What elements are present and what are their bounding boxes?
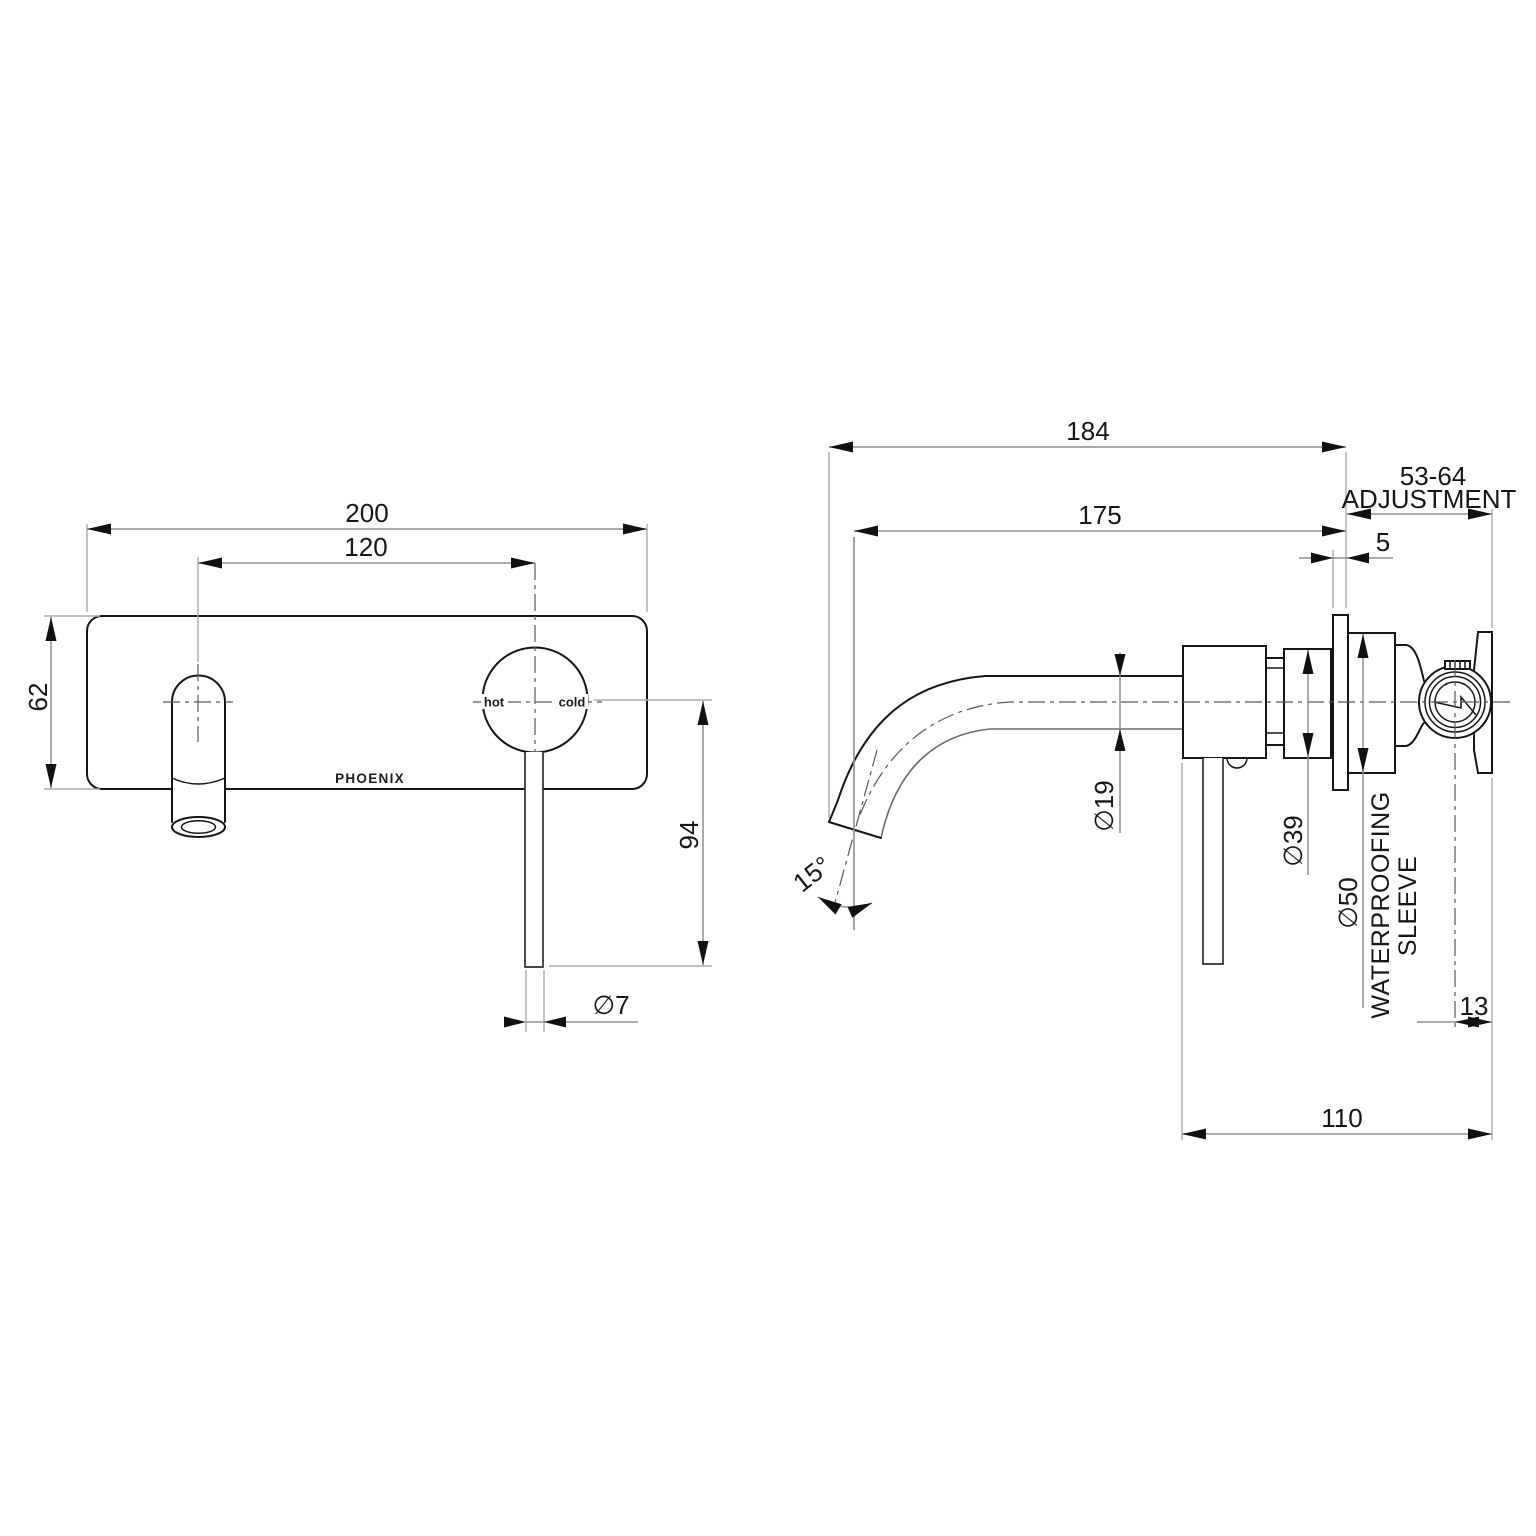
dim-text-dia39: ∅39	[1278, 815, 1308, 867]
dim-text-5: 5	[1376, 527, 1390, 557]
side-dimensions: 184 175 53-64 ADJUSTMENT 5 ∅19 ∅39	[787, 416, 1517, 1140]
side-handle-joint-dome	[1226, 757, 1248, 769]
arrowhead	[544, 1016, 566, 1028]
dim-text-dia19: ∅19	[1089, 780, 1119, 832]
dim-text-13: 13	[1460, 991, 1489, 1021]
dim-text-62: 62	[23, 683, 53, 712]
cold-label-mask	[556, 694, 588, 709]
side-handle-fill	[1203, 758, 1223, 964]
side-spout-top-edge	[828, 675, 1184, 823]
dim-text-94: 94	[674, 821, 704, 850]
brand-logo: PHOENIX	[335, 771, 405, 786]
side-cartridge-housing-bottom	[1394, 722, 1425, 747]
dim-text-200: 200	[345, 498, 388, 528]
front-spout-outlet-outer	[171, 816, 226, 838]
arrowhead	[504, 1016, 526, 1028]
front-handle	[524, 752, 544, 968]
spout-angle-centerline	[832, 749, 878, 911]
dim-text-dia7: ∅7	[592, 990, 629, 1020]
arrowhead	[818, 897, 842, 915]
dim-text-dia50: ∅50	[1333, 877, 1363, 929]
dim-text-184: 184	[1066, 416, 1109, 446]
side-spout-outlet-face	[828, 821, 882, 839]
front-spout-outlet-inner	[180, 819, 217, 835]
arrowhead	[847, 903, 872, 918]
arrowhead	[1114, 654, 1126, 676]
side-handle	[1202, 758, 1224, 965]
dim-text-110: 110	[1321, 1103, 1362, 1133]
front-dimensions: 200 120 62 94 ∅7	[23, 498, 712, 1032]
side-cartridge-housing-top	[1394, 644, 1425, 682]
hot-label: hot	[484, 695, 505, 710]
dim-text-angle: 15°	[787, 850, 836, 898]
dim-text-adjust-range: 53-64	[1400, 461, 1467, 491]
cartridge-lever-slot	[1433, 694, 1477, 716]
sleeve-label-line1: WATERPROOFING	[1367, 791, 1395, 1018]
sleeve-label-line2: SLEEVE	[1394, 856, 1422, 956]
arrowhead	[1347, 552, 1369, 564]
side-waterproofing-sleeve	[1347, 632, 1396, 774]
front-handle-fill	[525, 752, 543, 967]
side-view: 184 175 53-64 ADJUSTMENT 5 ∅19 ∅39	[787, 416, 1517, 1140]
arrowhead	[1114, 729, 1126, 751]
cartridge-spline	[1444, 660, 1471, 670]
arrowhead	[1311, 552, 1333, 564]
dim-text-120: 120	[344, 532, 387, 562]
hot-label-mask	[481, 694, 508, 709]
front-spout-fill	[172, 675, 225, 822]
side-spout-bottom-edge	[880, 728, 1183, 839]
dim-text-175: 175	[1078, 500, 1121, 530]
dim-text-adjust-label: ADJUSTMENT	[1342, 484, 1517, 514]
front-view: hot cold PHOENIX 200 120 62 94	[23, 498, 712, 1032]
side-main-centerline	[857, 701, 1510, 821]
front-spout-bend-line	[171, 777, 226, 785]
cold-label: cold	[559, 695, 586, 710]
